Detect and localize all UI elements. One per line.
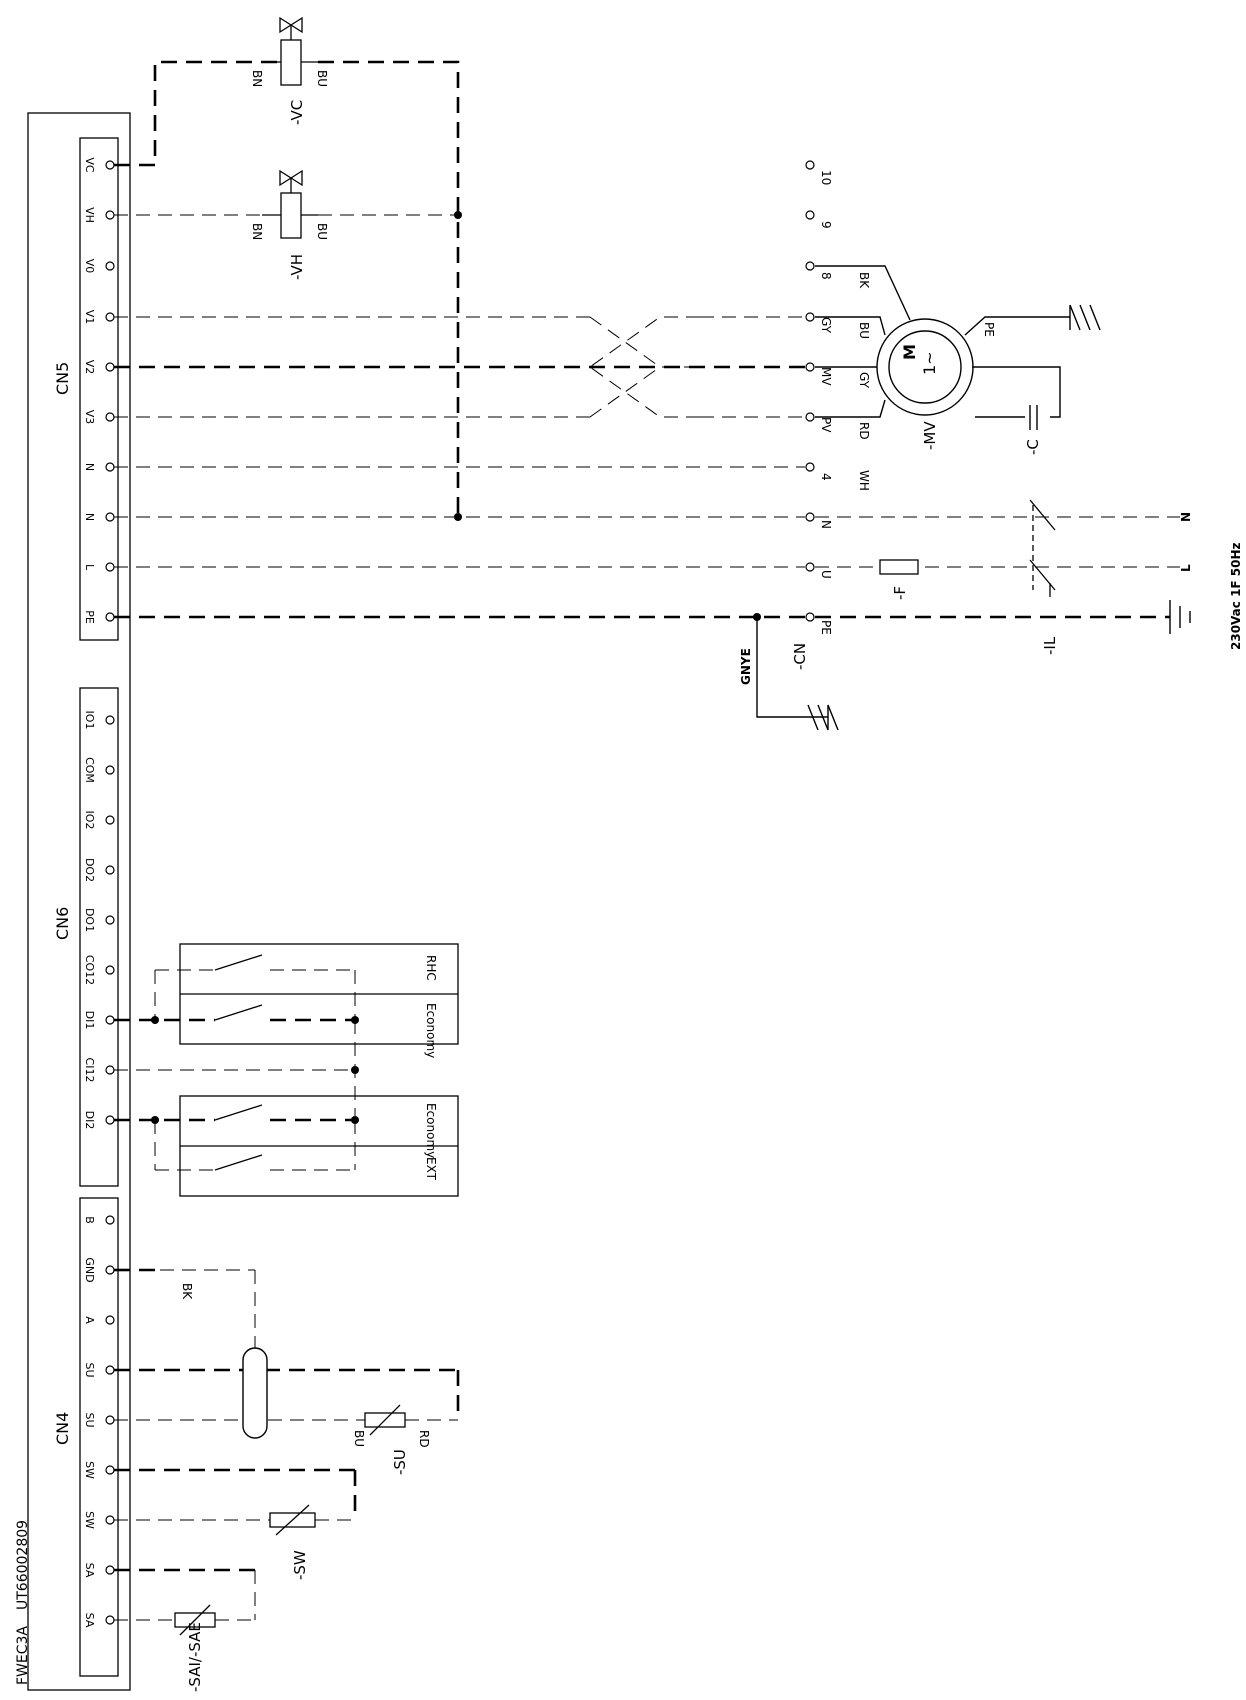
doc-model-label: FWEC3A [15,1626,31,1685]
cn6-title: CN6 [53,907,72,940]
cn4-pin-label: B [83,1216,96,1224]
sensor-shield-wire-label: BK [180,1283,194,1300]
motor-term-pv: PV [819,417,833,433]
motor-wire-bu: BU [857,322,871,339]
cn5-title: CN5 [53,362,72,395]
motor-terminal-circles [805,160,815,622]
sensor-sa-tag: -SAI/-SAE [186,1622,204,1692]
motor-pe-label: PE [982,322,996,337]
motor-term-8: 8 [819,272,833,280]
ground-wire-label: GNYE [739,648,753,685]
cn5-pin-label: L [83,564,96,571]
power-supply-label: 230Vac 1F 50Hz [1229,542,1243,650]
cn6-pin-label: DO2 [83,858,96,882]
motor-wire-bk: BK [857,272,871,289]
sensor-shield [242,1347,268,1439]
valve-vh-right-wire: BU [315,223,329,240]
thermistor-symbols [174,1404,406,1636]
motor-wire-wh: WH [857,470,871,491]
cn4-pin-label: GND [83,1257,96,1282]
terminal-label-pe: PE [819,620,833,635]
cn6-block [79,687,119,1187]
junction-dots [151,211,761,1124]
cn4-pin-label: SU [83,1412,96,1427]
cn5-pin-label: V0 [83,259,96,274]
valve-symbols [262,16,318,239]
cn6-pin-label: IO1 [83,711,96,730]
motor-phase-label: 1~ [920,351,939,375]
valve-vh-tag: -VH [288,254,306,280]
contact-label-economy-lower: Economy [424,1103,438,1158]
fuse-tag: -F [891,586,909,600]
power-label-n: N [1179,512,1193,522]
motor-symbol [815,265,1101,430]
cn4-block [79,1197,119,1677]
cn6-pin-label: CO12 [83,955,96,985]
valve-vc-left-wire: BN [250,70,264,87]
motor-tag: -MV [921,421,939,450]
sensor-sw-tag: -SW [291,1550,309,1580]
motor-term-9: 9 [819,221,833,229]
motor-wire-rd: RD [857,422,871,440]
contact-switch-symbols [214,954,263,1171]
motor-term-mv: MV [819,367,833,386]
doc-code-label: UT66002809 [15,1520,31,1610]
cn4-pin-label: SU [83,1362,96,1377]
capacitor-tag: -C [1024,439,1042,455]
motor-wire-gy: GY [857,372,871,389]
controller-board-outline [27,112,131,1691]
cn4-pin-label: SW [83,1461,96,1479]
fuse-and-switch [879,499,1056,597]
motor-symbol-label: M [900,344,919,360]
sensor-su-wire-rd: RD [417,1430,431,1448]
bold-wires [114,60,1170,1572]
ground-symbols [756,600,1191,731]
contact-label-rhc: RHC [424,955,438,981]
valve-vc-right-wire: BU [315,70,329,87]
cn4-pin-label: SA [83,1563,96,1578]
cn6-pin-label: COM [83,757,96,783]
motor-term-gy: GY [819,317,833,334]
sensor-su-wire-bu: BU [352,1430,366,1447]
valve-vh-left-wire: BN [250,223,264,240]
thin-wires [114,214,1180,1621]
cn5-block [79,137,119,641]
motor-term-4: 4 [819,473,833,481]
cn4-pin-label: SW [83,1511,96,1529]
terminal-block-tag: -CN [791,643,809,670]
contact-label-economy-upper: Economy [424,1003,438,1058]
pin-circles [105,160,115,1625]
cn5-pin-label: VH [83,207,96,223]
sensor-su-tag: -SU [391,1449,409,1475]
cn5-pin-label: PE [83,610,96,624]
cn6-pin-label: DI1 [83,1011,96,1030]
cn5-pin-label: N [83,463,96,471]
cn4-title: CN4 [53,1412,72,1445]
cn6-pin-label: DO1 [83,908,96,932]
power-label-l: L [1179,564,1193,572]
cn5-pin-label: V1 [83,310,96,325]
cn5-pin-label: N [83,513,96,521]
cn5-pin-label: V3 [83,410,96,425]
cn5-pin-label: V2 [83,360,96,375]
terminal-label-u: U [819,570,833,579]
cn6-pin-label: IO2 [83,811,96,830]
cn4-pin-label: A [83,1316,96,1324]
cn4-pin-label: SA [83,1613,96,1628]
cn6-pin-label: CI12 [83,1058,96,1083]
cn5-pin-label: VC [83,157,96,173]
contact-label-ext: EXT [424,1157,438,1181]
main-switch-tag: -IL [1041,636,1059,655]
motor-term-10: 10 [819,170,833,185]
cn6-pin-label: DI2 [83,1111,96,1130]
terminal-label-n: N [819,520,833,529]
valve-vc-tag: -VC [288,100,306,125]
